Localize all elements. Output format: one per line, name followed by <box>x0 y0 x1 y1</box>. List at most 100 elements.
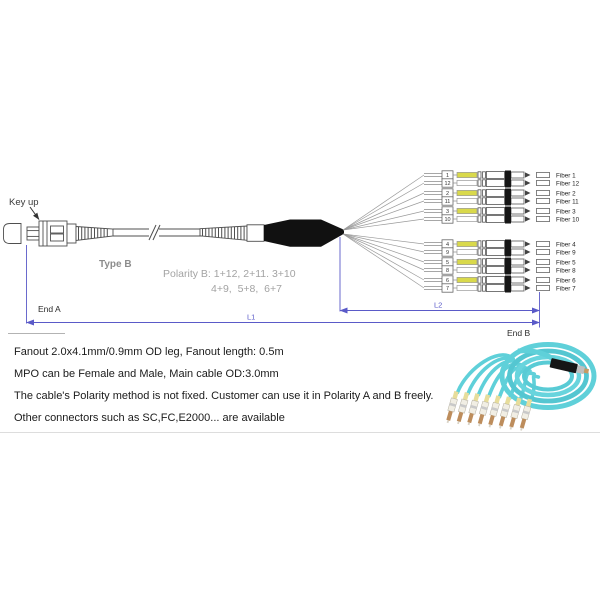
photo-fiber-strand <box>529 374 541 402</box>
lc-ferrule <box>510 189 525 197</box>
fiber-dust-cap <box>536 215 550 222</box>
fiber-boot <box>456 216 478 222</box>
fiber-number: 1 <box>446 173 449 179</box>
fiber-label: Fiber 7 <box>556 285 576 292</box>
fiber-dust-cap <box>536 248 550 255</box>
lc-connector-body <box>486 257 505 266</box>
lc-ferrule <box>510 207 525 215</box>
fiber-row: 9 Fiber 9 <box>342 233 576 257</box>
type-label: Type B <box>99 259 132 270</box>
duplex-clip <box>505 206 511 224</box>
photo-lc-connector <box>477 394 491 427</box>
lc-ferrule <box>510 248 525 256</box>
fiber-label: Fiber 9 <box>556 249 576 256</box>
lc-connector-body <box>486 178 505 187</box>
mpo-collar <box>66 223 77 244</box>
cable-break-mark <box>148 224 161 241</box>
lc-connector-body <box>486 247 505 256</box>
fiber-boot <box>456 190 478 196</box>
key-up-arrow <box>29 206 40 220</box>
lc-ferrule <box>510 171 525 179</box>
fiber-boot <box>456 208 478 214</box>
fiber-number: 10 <box>444 217 450 223</box>
end-b-label: End B <box>507 328 530 338</box>
polarity-line2: 4+9, 5+8, 6+7 <box>211 283 282 295</box>
fiber-dust-cap <box>536 189 550 196</box>
fiber-dust-cap <box>536 258 550 265</box>
lc-ferrule <box>510 215 525 223</box>
fiber-label: Fiber 2 <box>556 190 576 197</box>
photo-lc-connectors <box>446 390 533 431</box>
photo-lc-connector <box>519 398 533 431</box>
photo-coil-turn <box>507 348 589 404</box>
fiber-label: Fiber 5 <box>556 259 576 266</box>
lc-ferrule <box>510 179 525 187</box>
fiber-number: 5 <box>446 260 449 266</box>
fiber-row: 3 Fiber 3 <box>342 206 576 231</box>
fiber-label: Fiber 11 <box>556 198 579 205</box>
fiber-row: 10 Fiber 10 <box>342 214 580 231</box>
fanout-collar <box>246 224 265 242</box>
fiber-dust-cap <box>536 276 550 283</box>
fiber-label: Fiber 3 <box>556 208 576 215</box>
photo-coil-turn <box>499 342 597 410</box>
fiber-boot <box>456 241 478 247</box>
duplex-clip <box>505 188 511 206</box>
photo-coil <box>499 342 597 410</box>
fanout-body <box>264 219 344 247</box>
fiber-dust-cap <box>536 179 550 186</box>
note-mpo-spec: MPO can be Female and Male, Main cable O… <box>14 368 279 380</box>
fiber-dust-cap <box>536 240 550 247</box>
fiber-number: 12 <box>444 181 450 187</box>
product-photo <box>446 342 597 431</box>
mpo-dust-cap <box>3 223 22 244</box>
fiber-row: 5 Fiber 5 <box>342 233 576 267</box>
fiber-boot <box>456 180 478 186</box>
fiber-dust-cap <box>536 197 550 204</box>
lc-ferrule <box>510 284 525 292</box>
lc-connector-body <box>486 265 505 274</box>
photo-lc-connector <box>509 397 522 430</box>
fiber-boot <box>456 172 478 178</box>
dimensions <box>26 237 540 328</box>
photo-fiber-strand <box>455 353 511 395</box>
lc-connector-body <box>486 239 505 248</box>
lc-connector-body <box>486 283 505 292</box>
fiber-boot <box>456 285 478 291</box>
note-polarity: The cable's Polarity method is not fixed… <box>14 390 434 402</box>
lc-ferrule <box>510 240 525 248</box>
note-fanout-spec: Fanout 2.0x4.1mm/0.9mm OD leg, Fanout le… <box>14 346 284 358</box>
fiber-number: 2 <box>446 191 449 197</box>
photo-mpo-connector <box>549 358 590 375</box>
lc-connector-body <box>486 214 505 223</box>
l2-label: L2 <box>434 301 442 310</box>
photo-lc-connector <box>456 391 470 425</box>
note-connectors: Other connectors such as SC,FC,E2000... … <box>14 412 285 424</box>
fiber-boot <box>456 267 478 273</box>
fiber-boot <box>456 249 478 255</box>
fiber-label: Fiber 10 <box>556 216 580 223</box>
fiber-number: 3 <box>446 209 449 215</box>
photo-coil-turn <box>522 360 574 392</box>
fiber-label: Fiber 4 <box>556 241 576 248</box>
lc-connector-body <box>486 275 505 284</box>
mpo-connector <box>3 220 114 247</box>
fiber-boot <box>456 198 478 204</box>
duplex-clip <box>505 257 511 275</box>
lc-connector-body <box>486 170 505 179</box>
l1-label: L1 <box>247 313 255 322</box>
duplex-clip <box>505 239 511 257</box>
fiber-boot <box>456 277 478 283</box>
fiber-dust-cap <box>536 266 550 273</box>
photo-lc-connector <box>498 396 512 429</box>
fiber-number: 9 <box>446 250 449 256</box>
lc-ferrule <box>510 266 525 274</box>
lc-ferrule <box>510 276 525 284</box>
